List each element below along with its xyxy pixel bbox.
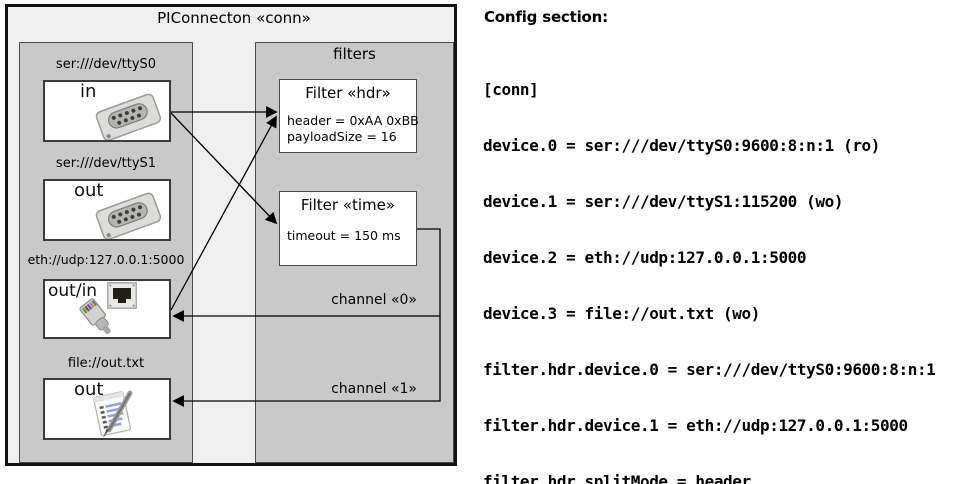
config-line: filter.hdr.device.1 = eth://udp:127.0.0.… [483, 416, 908, 436]
config-text-block: [conn] device.0 = ser:///dev/ttyS0:9600:… [483, 44, 945, 484]
notepad-pen-icon [87, 387, 139, 439]
device-mode-label: out [74, 180, 104, 201]
diagram-title: PIConnecton «conn» [157, 9, 311, 27]
filter-hdr-param-header: header = 0xAA 0xBB [287, 113, 419, 128]
device-url-label: eth://udp:127.0.0.1:5000 [27, 252, 185, 267]
device-url-label: ser:///dev/ttyS0 [55, 57, 157, 72]
filter-hdr-param-payloadsize: payloadSize = 16 [287, 128, 397, 144]
device-mode-label: out/in [48, 281, 98, 301]
config-line: device.3 = file://out.txt (wo) [483, 304, 760, 324]
config-section-heading: Config section: [484, 8, 608, 26]
filters-group-label: filters [333, 45, 376, 63]
device-mode-label: out [74, 379, 104, 400]
config-line: [conn] [483, 80, 539, 100]
config-line: filter.hdr.device.0 = ser:///dev/ttyS0:9… [483, 360, 936, 380]
filter-hdr-box: Filter «hdr» header = 0xAA 0xBB payloadS… [279, 79, 419, 153]
ethernet-rj45-cable-icon [74, 296, 118, 338]
serial-db9-connector-icon [92, 191, 166, 239]
config-line: device.0 = ser:///dev/ttyS0:9600:8:n:1 (… [483, 136, 881, 156]
serial-db9-connector-icon [92, 92, 166, 140]
filter-hdr-title: Filter «hdr» [305, 84, 391, 102]
config-line: device.1 = ser:///dev/ttyS1:115200 (wo) [483, 192, 844, 212]
device-url-label: file://out.txt [67, 356, 145, 371]
device-mode-label: in [80, 81, 97, 102]
ethernet-rj45-port-icon [107, 282, 137, 309]
config-line: device.2 = eth://udp:127.0.0.1:5000 [483, 248, 807, 268]
device-url-label: ser:///dev/ttyS1 [55, 156, 157, 171]
config-line: filter.hdr.splitMode = header [483, 472, 751, 484]
filter-time-title: Filter «time» [300, 196, 396, 214]
